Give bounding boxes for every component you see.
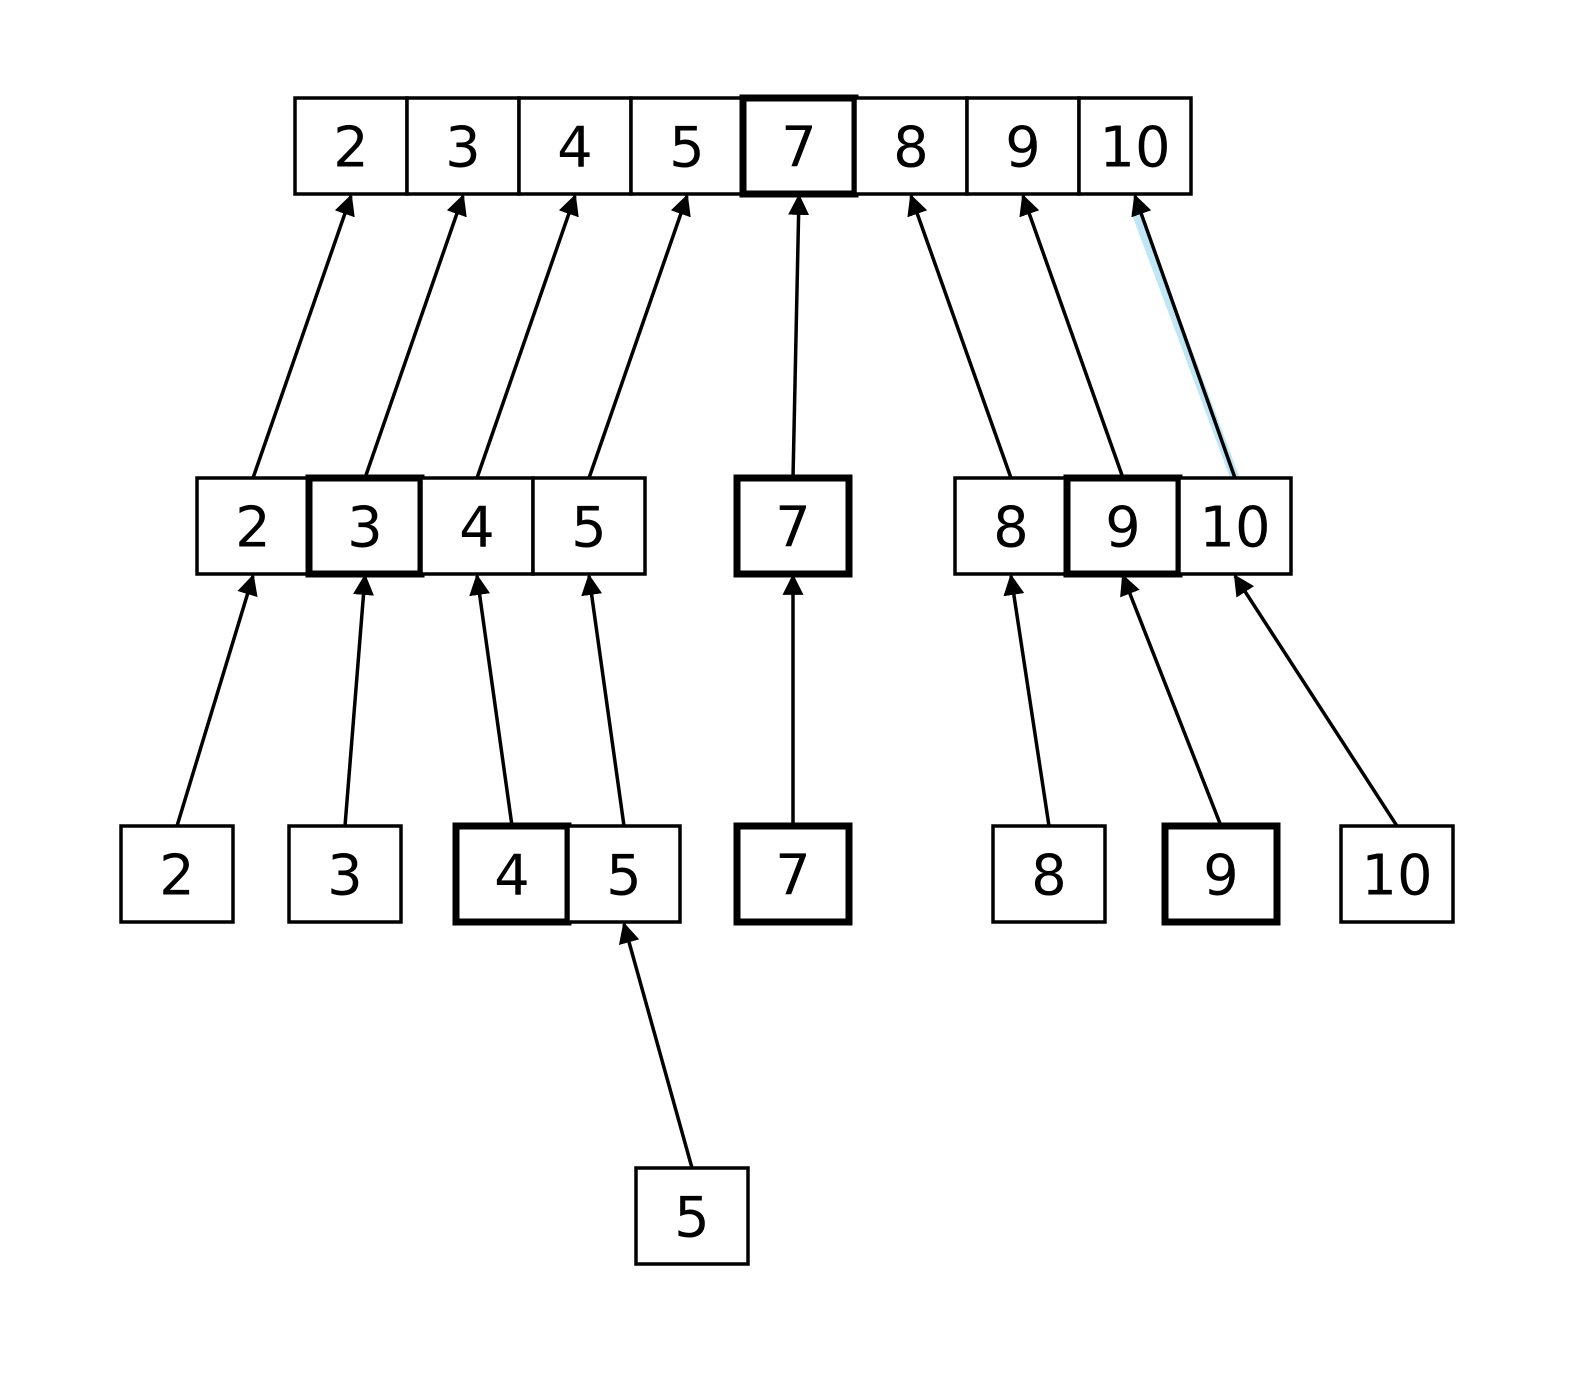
group-level-2-0: 2 <box>119 824 235 924</box>
cell-box <box>531 476 647 576</box>
group-level-0-0: 2 3 4 5 7 8 9 10 <box>293 94 1193 198</box>
cell-box <box>1077 96 1193 196</box>
cell-value: 5 <box>606 844 642 909</box>
cell-box <box>287 824 403 924</box>
cell-box <box>953 476 1069 576</box>
cell-box <box>1161 822 1281 926</box>
cell-value: 5 <box>571 496 607 561</box>
cell-box <box>634 1166 750 1266</box>
edge-arrow <box>1019 194 1125 479</box>
cell-value: 2 <box>235 496 271 561</box>
edges-layer <box>175 193 1399 1169</box>
cell-value: 9 <box>1005 116 1041 181</box>
cell-value: 3 <box>327 844 363 909</box>
cell-value: 3 <box>347 496 383 561</box>
cell-value: 5 <box>669 116 705 181</box>
cell-value: 8 <box>993 496 1029 561</box>
cell-box <box>419 476 535 576</box>
cell-box <box>1177 476 1293 576</box>
cell-value: 3 <box>445 116 481 181</box>
edge-arrow <box>1131 194 1237 479</box>
cell-value: 4 <box>494 844 530 909</box>
cell-value: 7 <box>775 496 811 561</box>
cell-value: 10 <box>1099 116 1170 181</box>
edge-arrow <box>363 194 467 479</box>
group-level-2-3: 7 <box>733 822 853 926</box>
edge-arrow <box>343 573 374 827</box>
edge-arrow <box>175 573 258 827</box>
cell-value: 4 <box>459 496 495 561</box>
cell-box <box>991 824 1107 924</box>
edge-arrow <box>788 193 810 479</box>
edge-arrow <box>1233 574 1399 827</box>
cell-value: 9 <box>1203 844 1239 909</box>
group-level-2-6: 10 <box>1339 824 1455 924</box>
cell-value: 7 <box>781 116 817 181</box>
cell-value: 5 <box>674 1186 710 1251</box>
cell-box <box>733 474 853 578</box>
cell-box <box>733 822 853 926</box>
cell-value: 8 <box>893 116 929 181</box>
cell-value: 10 <box>1361 844 1432 909</box>
edge-arrow <box>581 573 626 827</box>
cell-value: 9 <box>1105 496 1141 561</box>
cell-box <box>119 824 235 924</box>
group-level-1-1: 7 <box>733 474 853 578</box>
cell-value: 8 <box>1031 844 1067 909</box>
group-level-3-0: 5 <box>634 1166 750 1266</box>
group-level-2-4: 8 <box>991 824 1107 924</box>
edge-arrow <box>251 194 355 479</box>
cell-box <box>517 96 633 196</box>
cell-value: 10 <box>1199 496 1270 561</box>
cell-box <box>1339 824 1455 924</box>
cell-box <box>965 96 1081 196</box>
edge-arrow <box>587 194 691 479</box>
cell-value: 4 <box>557 116 593 181</box>
edge-arrow <box>1120 574 1223 827</box>
cell-value: 2 <box>159 844 195 909</box>
cell-box <box>853 96 969 196</box>
edge-arrow <box>907 194 1013 479</box>
cell-value: 7 <box>775 844 811 909</box>
edge-arrow <box>1003 573 1051 827</box>
cell-box <box>629 96 745 196</box>
group-level-1-2: 8 9 10 <box>953 474 1293 578</box>
cell-box <box>195 476 311 576</box>
group-level-2-5: 9 <box>1161 822 1281 926</box>
group-level-1-0: 2 3 4 5 <box>195 474 647 578</box>
edge-arrow <box>475 194 579 479</box>
cell-value: 2 <box>333 116 369 181</box>
cell-box <box>566 824 682 924</box>
edge-arrow <box>469 573 514 827</box>
edge-arrow <box>618 921 694 1169</box>
group-level-2-1: 3 <box>287 824 403 924</box>
